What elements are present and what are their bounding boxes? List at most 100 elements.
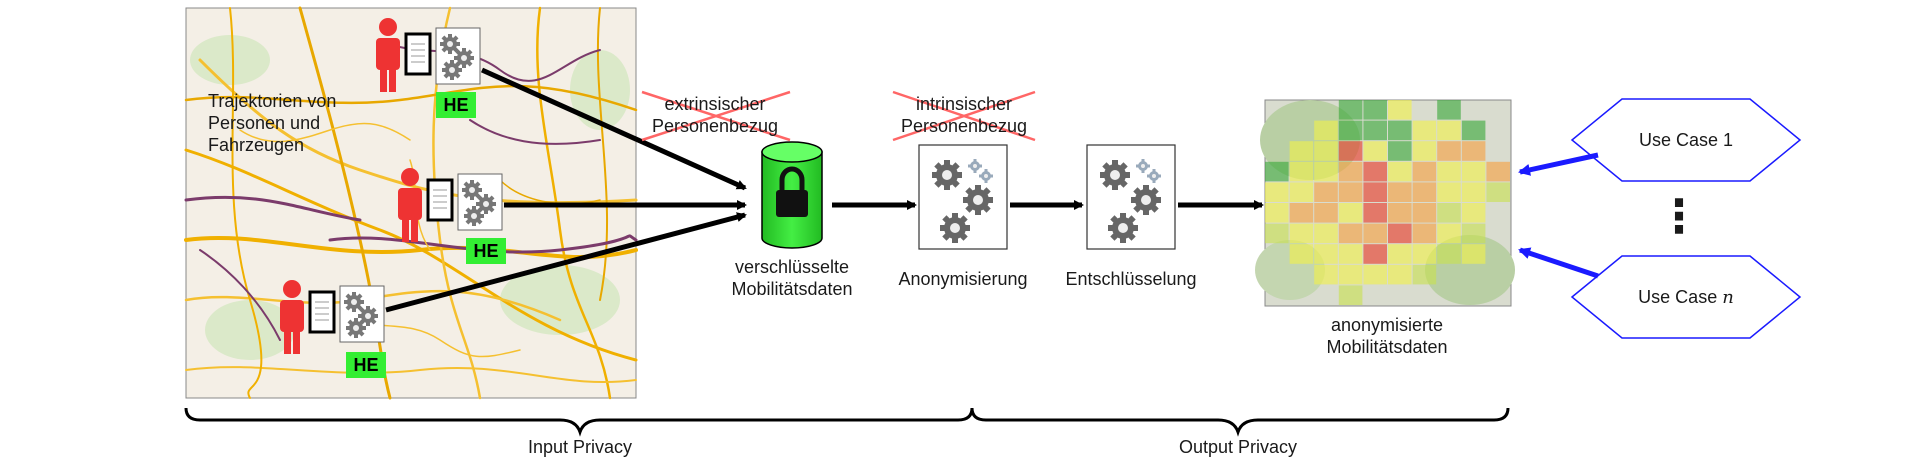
heatmap-cell — [1363, 223, 1387, 244]
heatmap-cell — [1363, 264, 1387, 285]
he-label: HE — [466, 238, 506, 264]
anonymized-heatmap — [1255, 99, 1515, 307]
heatmap-cell — [1437, 203, 1461, 223]
heatmap-cell — [1461, 203, 1486, 223]
heatmap-cell — [1289, 223, 1314, 244]
anonymized-data-label: anonymisierte Mobilitätsdaten — [1312, 314, 1462, 358]
use-case-1-arrow — [1518, 152, 1599, 176]
heatmap-cell — [1363, 100, 1387, 120]
heatmap-cell — [1314, 182, 1338, 202]
heatmap-cell — [1314, 203, 1338, 223]
encrypted-data-label-line: Mobilitätsdaten — [731, 279, 853, 299]
heatmap-cell — [1338, 285, 1363, 305]
person-icon — [376, 18, 400, 92]
decryption-box — [1086, 144, 1176, 250]
heatmap-cell — [1289, 203, 1314, 223]
input-privacy-label: Input Privacy — [527, 437, 633, 457]
heatmap-cell — [1437, 141, 1461, 161]
heatmap-cell — [1363, 141, 1387, 161]
gears-icon — [435, 27, 481, 85]
heatmap-cell — [1338, 223, 1363, 244]
heatmap-cell — [1314, 120, 1338, 141]
output-privacy-label: Output Privacy — [1178, 437, 1298, 457]
heatmap-cell — [1363, 120, 1387, 141]
heatmap-cell — [1363, 182, 1387, 202]
heatmap-cell — [1363, 203, 1387, 223]
heatmap-cell — [1338, 264, 1363, 285]
extrinsic-label-line: extrinsischer — [664, 94, 766, 114]
heatmap-cell — [1388, 141, 1412, 161]
heatmap-cell — [1338, 244, 1363, 264]
anonymization-label: Anonymisierung — [898, 269, 1028, 289]
encrypted-data-label: verschlüsselte Mobilitätsdaten — [717, 256, 867, 300]
heatmap-cell — [1461, 141, 1486, 161]
heatmap-cell — [1486, 182, 1510, 202]
heatmap-cell — [1388, 244, 1412, 264]
use-case-n-prefix: Use Case — [1638, 287, 1718, 307]
input-privacy-brace — [184, 407, 974, 437]
heatmap-cell — [1437, 161, 1461, 182]
map-caption-line: Personen und — [208, 113, 321, 133]
heatmap-cell — [1265, 223, 1289, 244]
output-privacy-brace — [970, 407, 1510, 437]
document-icon — [426, 178, 454, 222]
lock-icon — [776, 166, 808, 217]
person-icon — [398, 168, 422, 242]
use-case-ellipsis: ⋮ — [1656, 190, 1702, 242]
heatmap-cell — [1412, 141, 1437, 161]
he-label: HE — [346, 352, 386, 378]
person-icon — [280, 280, 304, 354]
heatmap-cell — [1412, 182, 1437, 202]
heatmap-cell — [1289, 141, 1314, 161]
heatmap-cell — [1412, 120, 1437, 141]
heatmap-cell — [1412, 223, 1437, 244]
heatmap-cell — [1461, 120, 1486, 141]
heatmap-cell — [1412, 244, 1437, 264]
map-caption-line: Trajektorien von — [208, 91, 337, 111]
use-case-1 — [1570, 98, 1802, 182]
heatmap-cell — [1461, 161, 1486, 182]
decryption-label: Entschlüsselung — [1065, 269, 1197, 289]
heatmap-cell — [1437, 100, 1461, 120]
heatmap-cell — [1412, 203, 1437, 223]
heatmap-cell — [1314, 223, 1338, 244]
intrinsic-label-line: intrinsischer — [915, 94, 1013, 114]
heatmap-cell — [1363, 244, 1387, 264]
use-case-n-variable: n — [1722, 287, 1734, 308]
heatmap-cell — [1289, 244, 1314, 264]
document-icon — [308, 290, 336, 334]
anonymized-data-label-line: Mobilitätsdaten — [1326, 337, 1448, 357]
gears-icon — [339, 285, 385, 343]
heatmap-cell — [1437, 223, 1461, 244]
heatmap-cell — [1289, 161, 1314, 182]
heatmap-cell — [1338, 182, 1363, 202]
heatmap-cell — [1338, 141, 1363, 161]
heatmap-cell — [1461, 182, 1486, 202]
intrinsic-label: intrinsischer Personenbezug — [891, 93, 1037, 137]
heatmap-cell — [1412, 264, 1437, 285]
heatmap-cell — [1265, 161, 1289, 182]
heatmap-cell — [1388, 223, 1412, 244]
he-label: HE — [436, 92, 476, 118]
document-icon — [404, 32, 432, 76]
heatmap-cell — [1388, 203, 1412, 223]
heatmap-cell — [1388, 120, 1412, 141]
intrinsic-label-line: Personenbezug — [900, 116, 1028, 136]
use-case-n — [1570, 255, 1802, 339]
heatmap-cell — [1338, 203, 1363, 223]
extrinsic-label: extrinsischer Personenbezug — [640, 93, 790, 137]
heatmap-cell — [1338, 100, 1363, 120]
gears-icon — [457, 173, 503, 231]
encrypted-data-label-line: verschlüsselte — [734, 257, 850, 277]
heatmap-cell — [1437, 182, 1461, 202]
heatmap-cell — [1412, 161, 1437, 182]
heatmap-cell — [1437, 244, 1461, 264]
heatmap-cell — [1314, 161, 1338, 182]
heatmap-cell — [1338, 120, 1363, 141]
heatmap-cell — [1388, 182, 1412, 202]
intrinsic-strike — [892, 90, 1036, 142]
heatmap-cell — [1461, 244, 1486, 264]
heatmap-cell — [1338, 161, 1363, 182]
use-case-1-label: Use Case 1 — [1638, 130, 1734, 150]
